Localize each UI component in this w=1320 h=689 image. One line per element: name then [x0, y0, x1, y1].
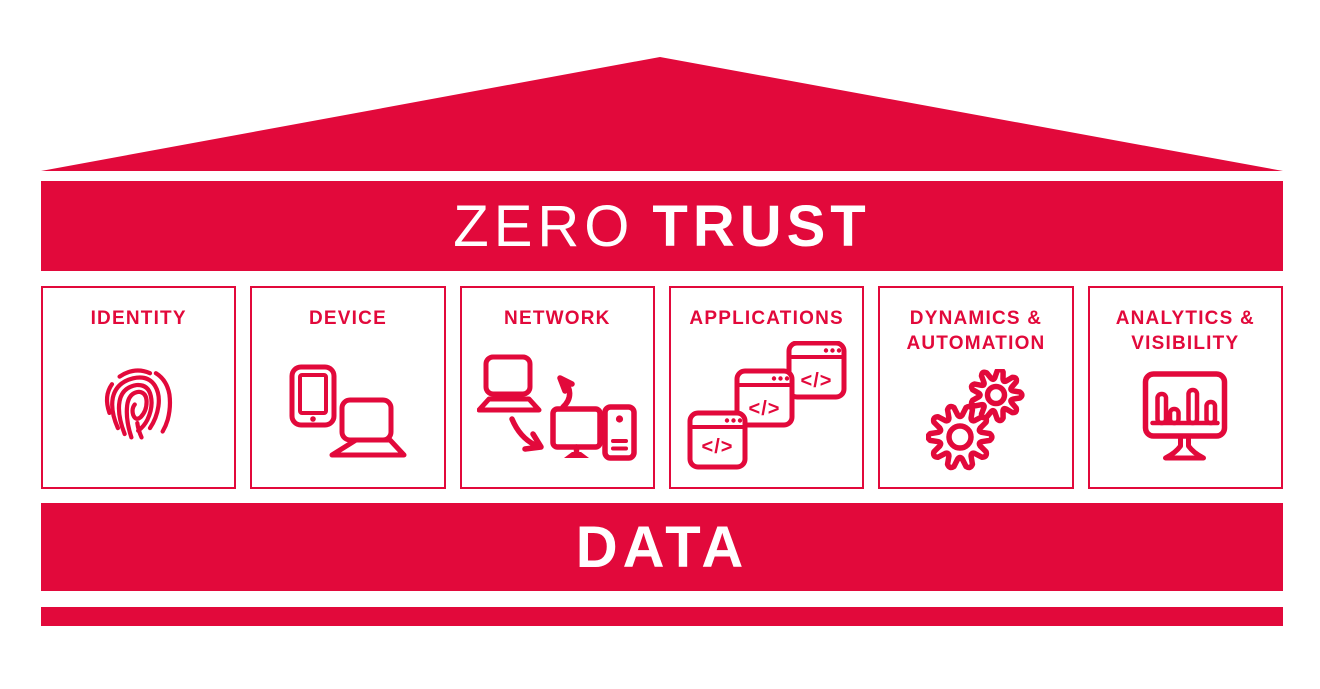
pillar-network: NETWORK	[459, 286, 655, 489]
code-windows-icon: </> </> </>	[687, 331, 847, 487]
tablet-laptop-icon	[288, 331, 408, 487]
zero-trust-title-light: ZERO	[453, 193, 635, 259]
network-transfer-icon	[477, 331, 638, 487]
code-symbol: </>	[748, 398, 780, 420]
code-symbol: </>	[800, 370, 832, 392]
pillars-row: IDENTITY DEVI	[41, 286, 1283, 489]
bar-chart-monitor-icon	[1130, 356, 1240, 487]
zero-trust-title-bold: TRUST	[652, 193, 871, 259]
pillar-device-label: DEVICE	[309, 308, 387, 329]
pillar-applications: APPLICATIONS </>	[668, 286, 865, 489]
roof-triangle	[41, 57, 1283, 171]
pillar-identity: IDENTITY	[41, 286, 237, 489]
code-symbol: </>	[701, 436, 733, 458]
data-banner: DATA	[41, 503, 1283, 591]
zero-trust-banner: ZERO TRUST	[41, 181, 1283, 271]
foundation-strip	[41, 607, 1283, 626]
data-label: DATA	[575, 514, 749, 580]
pillar-identity-label: IDENTITY	[90, 308, 187, 329]
pillar-applications-label: APPLICATIONS	[689, 308, 844, 329]
pillar-analytics-visibility: ANALYTICS & VISIBILITY	[1087, 286, 1283, 489]
pillar-analytics-visibility-label: ANALYTICS & VISIBILITY	[1115, 308, 1255, 354]
pillar-device: DEVICE	[250, 286, 446, 489]
pillar-network-label: NETWORK	[504, 308, 611, 329]
gears-icon	[925, 356, 1026, 487]
fingerprint-icon	[101, 331, 177, 487]
pillar-dynamics-automation: DYNAMICS & AUTOMATION	[878, 286, 1074, 489]
pillar-dynamics-automation-label: DYNAMICS & AUTOMATION	[906, 308, 1046, 354]
